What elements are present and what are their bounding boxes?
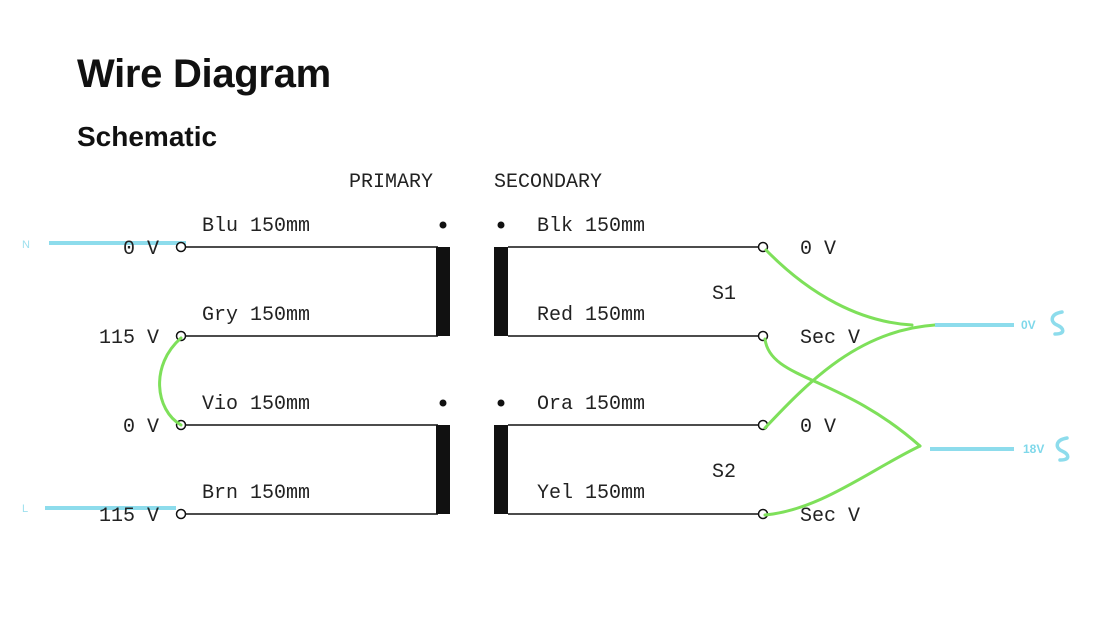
secondary-wire-4: Yel 150mm Sec V [508, 482, 860, 528]
secondary-wire-label: Red 150mm [537, 304, 645, 327]
secondary-core-bar-lower [494, 425, 508, 514]
output-0v-label: 0V [1021, 318, 1036, 332]
primary-wire-1: Blu 150mm 0 V [123, 215, 438, 261]
primary-header: PRIMARY [349, 171, 433, 194]
secondary-terminal-label: Sec V [800, 505, 860, 528]
primary-wire-4: Brn 150mm 115 V [99, 482, 438, 528]
winding-s2-label: S2 [712, 461, 736, 484]
primary-jumper [158, 336, 183, 427]
secondary-header: SECONDARY [494, 171, 602, 194]
s1-sec-jumper [763, 337, 922, 448]
primary-terminal-label: 115 V [99, 327, 159, 350]
primary-wire-label: Gry 150mm [202, 304, 310, 327]
s2-zero-jumper [763, 323, 937, 430]
primary-terminal-label: 115 V [99, 505, 159, 528]
secondary-wire-1: Blk 150mm 0 V [508, 215, 836, 261]
primary-core-bar-upper [436, 247, 450, 336]
page-title: Wire Diagram [77, 52, 331, 96]
secondary-wire-3: Ora 150mm 0 V [508, 393, 836, 439]
primary-wire-label: Blu 150mm [202, 215, 310, 238]
secondary-terminal-label: 0 V [800, 238, 836, 261]
line-input-label: L [22, 503, 28, 515]
primary-wire-3: Vio 150mm 0 V [123, 393, 438, 439]
s2-sec-jumper [763, 444, 922, 517]
primary-terminal-label: 0 V [123, 416, 159, 439]
primary-core-bar-lower [436, 425, 450, 514]
terminal-primary-1 [175, 241, 187, 253]
primary-wire-label: Vio 150mm [202, 393, 310, 416]
output-0v-break-icon [1050, 310, 1065, 336]
page-subtitle: Schematic [77, 121, 218, 152]
secondary-wire-label: Blk 150mm [537, 215, 645, 238]
secondary-wire-label: Yel 150mm [537, 482, 645, 505]
winding-s1-label: S1 [712, 283, 736, 306]
secondary-terminal-label: 0 V [800, 416, 836, 439]
primary-wire-label: Brn 150mm [202, 482, 310, 505]
primary-wire-2: Gry 150mm 115 V [99, 304, 438, 350]
secondary-core-bar-upper [494, 247, 508, 336]
phase-dot [497, 399, 505, 407]
neutral-input-label: N [22, 239, 30, 251]
jumper-wires [158, 248, 937, 517]
phase-dot [439, 221, 447, 229]
output-18v-break-icon [1055, 436, 1070, 462]
s1-zero-jumper [764, 248, 914, 327]
secondary-terminal-label: Sec V [800, 327, 860, 350]
terminal-primary-4 [175, 508, 187, 520]
secondary-wire-2: Red 150mm Sec V [508, 304, 860, 350]
phase-dot [439, 399, 447, 407]
output-18v-label: 18V [1023, 442, 1044, 456]
phase-dot [497, 221, 505, 229]
secondary-wire-label: Ora 150mm [537, 393, 645, 416]
primary-terminal-label: 0 V [123, 238, 159, 261]
